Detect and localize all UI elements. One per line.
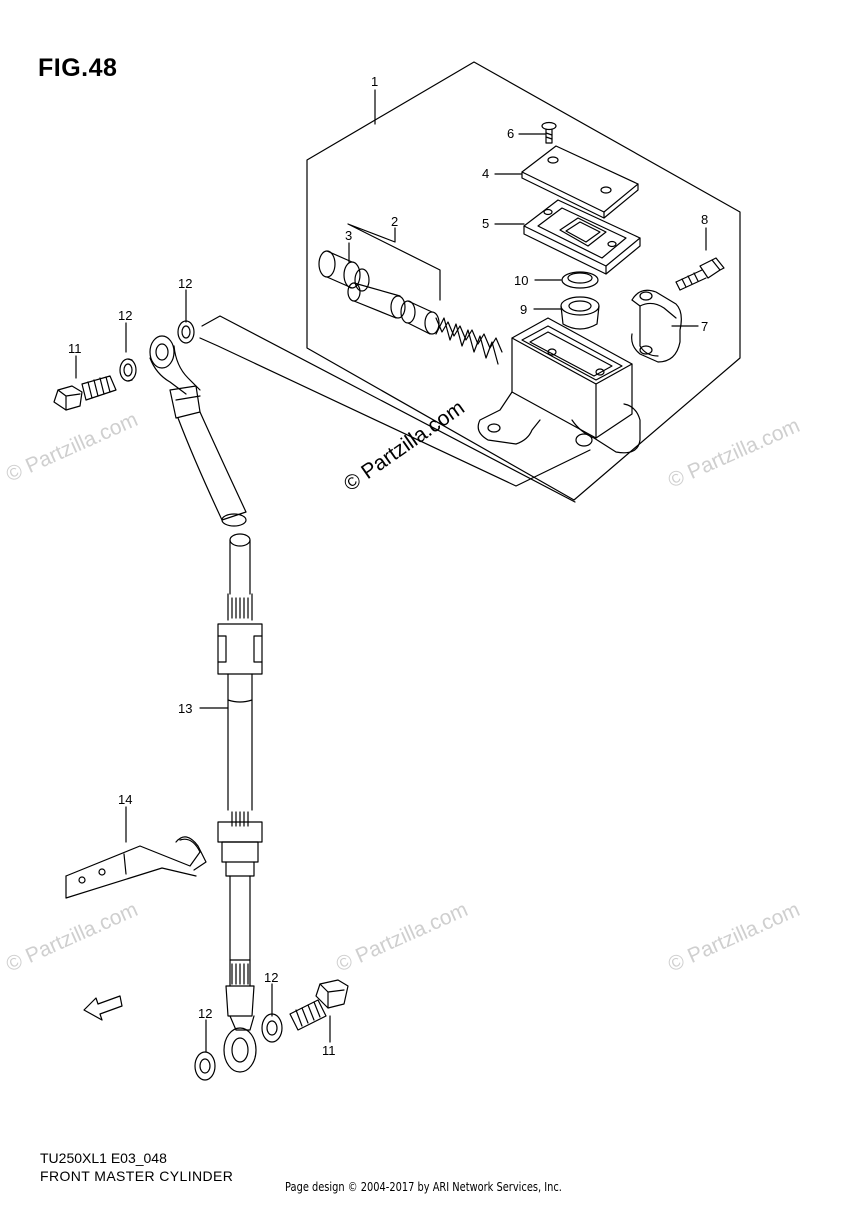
callout-9: 9 — [520, 302, 527, 317]
master-cylinder-body — [477, 317, 641, 454]
cover-part-4 — [521, 145, 639, 219]
brake-hose-part-13 — [217, 533, 263, 1073]
watermark-main: © Partzilla.com — [340, 396, 469, 496]
model-code: TU250XL1 E03_048 — [40, 1150, 167, 1166]
washer-part-12-top-a — [119, 358, 137, 382]
watermark-faint: © Partzilla.com — [333, 898, 472, 977]
figure-caption: FRONT MASTER CYLINDER — [40, 1168, 234, 1184]
bracket-part-14 — [65, 836, 207, 899]
callout-2: 2 — [391, 214, 398, 229]
callout-4: 4 — [482, 166, 489, 181]
assembly-1-box — [306, 61, 741, 501]
callout-12-bottom-b: 12 — [264, 970, 278, 985]
screw-part-6 — [541, 121, 557, 144]
washer-part-12-bottom-b — [261, 1013, 283, 1043]
callout-1: 1 — [371, 74, 378, 89]
banjo-bolt-part-11-top — [53, 375, 117, 411]
hose-upper-fitting — [149, 335, 247, 527]
callout-13: 13 — [178, 701, 192, 716]
callout-10: 10 — [514, 273, 528, 288]
washer-part-12-bottom-a — [194, 1051, 216, 1081]
page-footer: Page design © 2004-2017 by ARI Network S… — [285, 1180, 562, 1194]
watermark-faint: © Partzilla.com — [3, 408, 142, 487]
callout-6: 6 — [507, 126, 514, 141]
callout-5: 5 — [482, 216, 489, 231]
cup-part-9 — [560, 296, 600, 330]
callout-12-top-b: 12 — [178, 276, 192, 291]
callout-12-bottom-a: 12 — [198, 1006, 212, 1021]
bolt-part-8 — [675, 257, 725, 291]
callout-12-top-a: 12 — [118, 308, 132, 323]
washer-part-12-top-b — [177, 320, 195, 344]
figure-title: FIG.48 — [38, 54, 118, 82]
callout-8: 8 — [701, 212, 708, 227]
callout-11-bottom: 11 — [322, 1043, 336, 1058]
banjo-bolt-part-11-bottom — [289, 979, 349, 1031]
guide-line — [201, 315, 576, 503]
callout-3: 3 — [345, 228, 352, 243]
guide-line — [199, 337, 591, 487]
piston-part-2 — [347, 282, 503, 365]
clamp-part-7 — [631, 289, 682, 363]
diaphragm-part-5 — [523, 199, 641, 275]
watermark-faint: © Partzilla.com — [3, 898, 142, 977]
callout-7: 7 — [701, 319, 708, 334]
leader-2 — [347, 223, 441, 301]
watermark-faint: © Partzilla.com — [665, 414, 804, 493]
forward-label: FWD — [99, 997, 119, 1012]
piston-part-3 — [318, 250, 370, 292]
watermark-faint: © Partzilla.com — [665, 898, 804, 977]
forward-arrow-icon — [83, 995, 123, 1021]
callout-14: 14 — [118, 792, 132, 807]
callout-11-top: 11 — [68, 341, 82, 356]
washer-part-10 — [561, 271, 599, 289]
